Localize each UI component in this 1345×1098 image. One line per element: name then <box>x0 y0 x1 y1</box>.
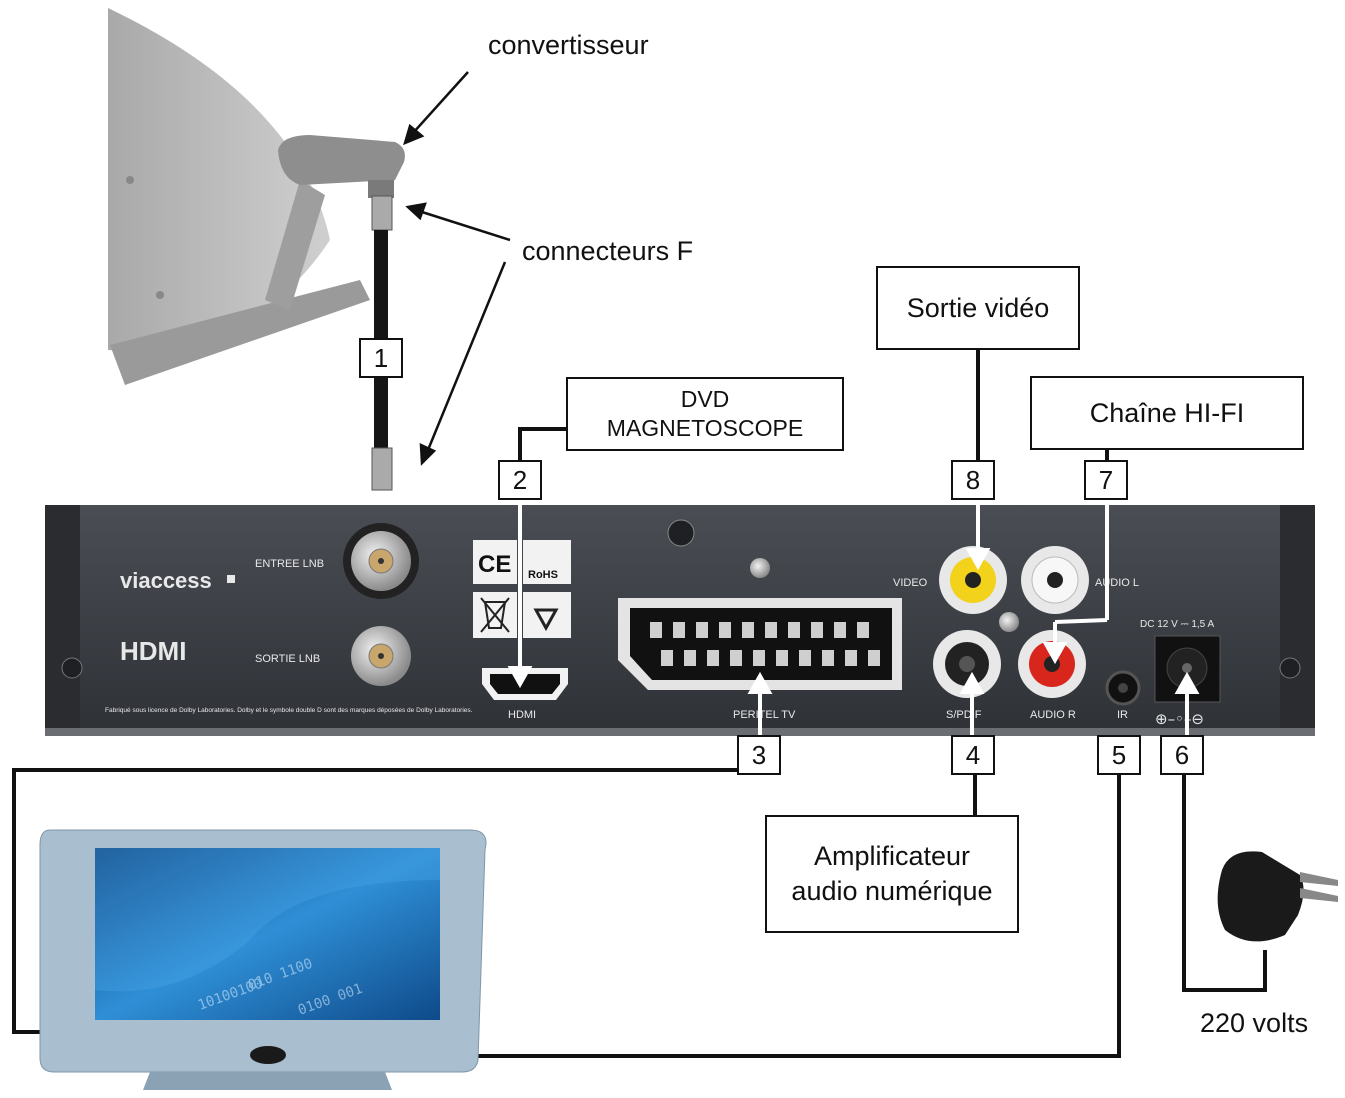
scart-pin <box>730 650 742 666</box>
audio-r-rca-jack <box>1018 630 1086 698</box>
scart-pin <box>673 622 685 638</box>
lnb-in-label: ENTREE LNB <box>255 558 324 570</box>
scart-pin <box>857 622 869 638</box>
spdif-rca-jack <box>933 630 1001 698</box>
audio-l-rca-jack <box>1021 546 1089 614</box>
scart-pin <box>845 650 857 666</box>
marker-6: 6 <box>1160 735 1204 775</box>
dvd-vcr-box: DVD MAGNETOSCOPE <box>566 377 844 451</box>
spdif-label: S/PDIF <box>946 709 982 721</box>
certification-logos <box>473 540 571 638</box>
scart-pin <box>868 650 880 666</box>
hdmi-logo: HDMI <box>120 636 186 666</box>
marker-4: 4 <box>951 735 995 775</box>
f-connectors-label: connecteurs F <box>522 236 694 266</box>
scart-pin <box>707 650 719 666</box>
lnb-converter <box>278 135 405 198</box>
scart-pin <box>776 650 788 666</box>
rohs-mark: RoHS <box>528 569 558 581</box>
video-rca-jack <box>939 546 1007 614</box>
marker-1: 1 <box>359 338 403 378</box>
scart-pin <box>811 622 823 638</box>
lnb-in-connector <box>343 523 419 599</box>
audio-r-label: AUDIO R <box>1030 709 1076 721</box>
ir-label: IR <box>1117 709 1128 721</box>
scart-pin <box>765 622 777 638</box>
lnb-out-connector <box>351 626 411 686</box>
marker-8: 8 <box>951 460 995 500</box>
lnb-out-label: SORTIE LNB <box>255 653 320 665</box>
video-label: VIDEO <box>893 577 928 589</box>
ir-jack <box>1105 670 1141 706</box>
scart-pin <box>719 622 731 638</box>
dolby-note: Fabriqué sous licence de Dolby Laborator… <box>105 707 473 714</box>
marker-2: 2 <box>498 460 542 500</box>
hifi-system-box: Chaîne HI-FI <box>1030 376 1304 450</box>
scart-pin <box>799 650 811 666</box>
connection-pointers <box>507 500 1200 735</box>
satellite-dish <box>108 8 370 385</box>
marker-7: 7 <box>1084 460 1128 500</box>
digital-amplifier-box: Amplificateur audio numérique <box>765 815 1019 933</box>
scart-pin <box>696 622 708 638</box>
television: 10100100 010 1100 0100 001 <box>39 829 487 1090</box>
hdmi-port-label: HDMI <box>508 709 536 721</box>
scart-pin <box>834 622 846 638</box>
video-output-box: Sortie vidéo <box>876 266 1080 350</box>
marker-5: 5 <box>1097 735 1141 775</box>
marker-3: 3 <box>737 735 781 775</box>
scart-pin <box>742 622 754 638</box>
polarity-symbol: ⊕–◦–⊖ <box>1155 710 1204 728</box>
scart-label: PERITEL TV <box>733 709 796 721</box>
callout-arrows <box>403 71 511 466</box>
dc-rating-label: DC 12 V ⎓ 1,5 A <box>1140 619 1214 630</box>
scart-pin <box>684 650 696 666</box>
power-adapter <box>1217 851 1338 942</box>
scart-connector <box>618 598 902 690</box>
wiring <box>12 350 1267 1058</box>
scart-pin <box>650 622 662 638</box>
panel-labels: viaccess HDMI ENTREE LNB SORTIE LNB HDMI… <box>105 551 1214 728</box>
viaccess-logo: viaccess <box>120 568 212 593</box>
scart-pin <box>788 622 800 638</box>
audio-l-label: AUDIO L <box>1095 577 1139 589</box>
converter-label: convertisseur <box>488 30 649 60</box>
scart-pin <box>822 650 834 666</box>
hdmi-port <box>482 668 568 700</box>
scart-pin <box>661 650 673 666</box>
scart-pin <box>753 650 765 666</box>
power-label: 220 volts <box>1200 1008 1309 1038</box>
ce-mark: CE <box>478 551 511 578</box>
